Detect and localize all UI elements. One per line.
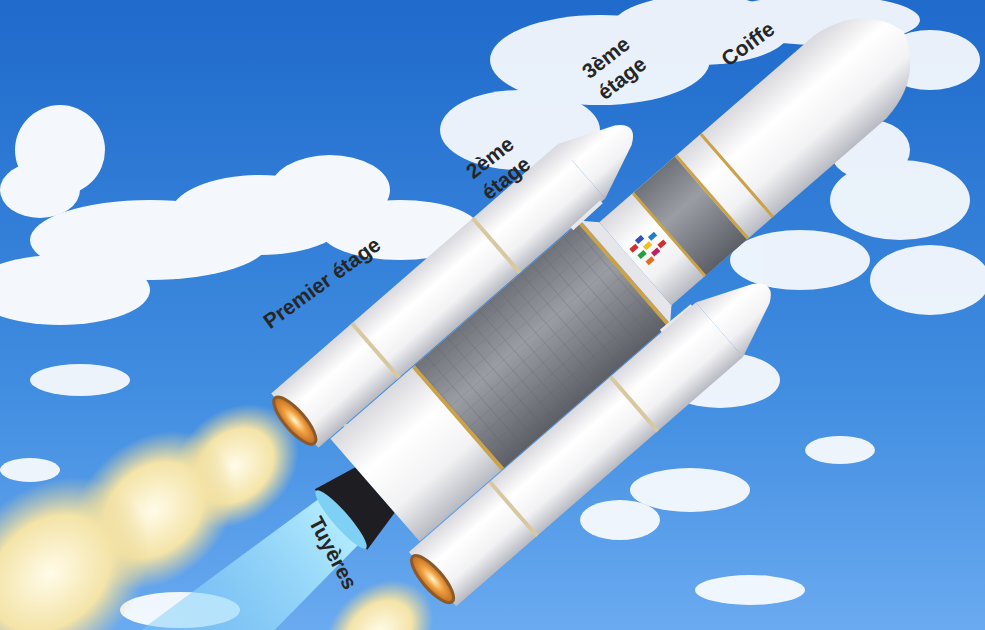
illustration-part (870, 245, 985, 315)
part-label: Coiffe (716, 16, 779, 72)
fairing (700, 0, 940, 218)
part-label: 2ème étage (454, 126, 541, 210)
illustration-part (695, 575, 805, 605)
illustration-part (700, 133, 774, 218)
illustration-part (648, 232, 657, 241)
illustration-part (696, 260, 792, 357)
illustration-part (558, 101, 654, 198)
illustration-part (609, 375, 659, 432)
booster (401, 260, 792, 613)
illustration-part (635, 235, 644, 244)
illustration-part (629, 244, 638, 253)
illustration-part (350, 322, 400, 379)
illustration-part (645, 256, 654, 265)
illustration-part (643, 241, 652, 250)
illustration-part (0, 458, 60, 482)
illustration-part (409, 303, 743, 607)
illustration-part (657, 239, 666, 248)
illustration-part (488, 480, 538, 537)
illustration-part (730, 230, 870, 290)
illustration-part (412, 365, 504, 470)
illustration-part (637, 250, 646, 259)
illustration-part (651, 247, 660, 256)
illustration-part (471, 217, 521, 274)
flag-emblem (627, 226, 670, 268)
part-label: Premier étage (258, 232, 386, 335)
illustration-part (214, 611, 407, 630)
illustration-part (0, 255, 150, 325)
illustration-part (343, 423, 348, 428)
illustration-part (632, 192, 706, 277)
illustration-part (580, 500, 660, 540)
illustration-part (268, 391, 322, 449)
illustration-part (805, 436, 875, 464)
illustration-part (30, 364, 130, 396)
illustration-part (405, 550, 459, 608)
illustration-part (0, 437, 189, 630)
part-label: 3ème étage (570, 26, 657, 110)
illustration-part (701, 0, 939, 217)
illustration-part (571, 202, 602, 229)
illustration-part (0, 162, 80, 218)
part-label: Tuyères (303, 512, 363, 594)
illustration-part (630, 468, 750, 512)
